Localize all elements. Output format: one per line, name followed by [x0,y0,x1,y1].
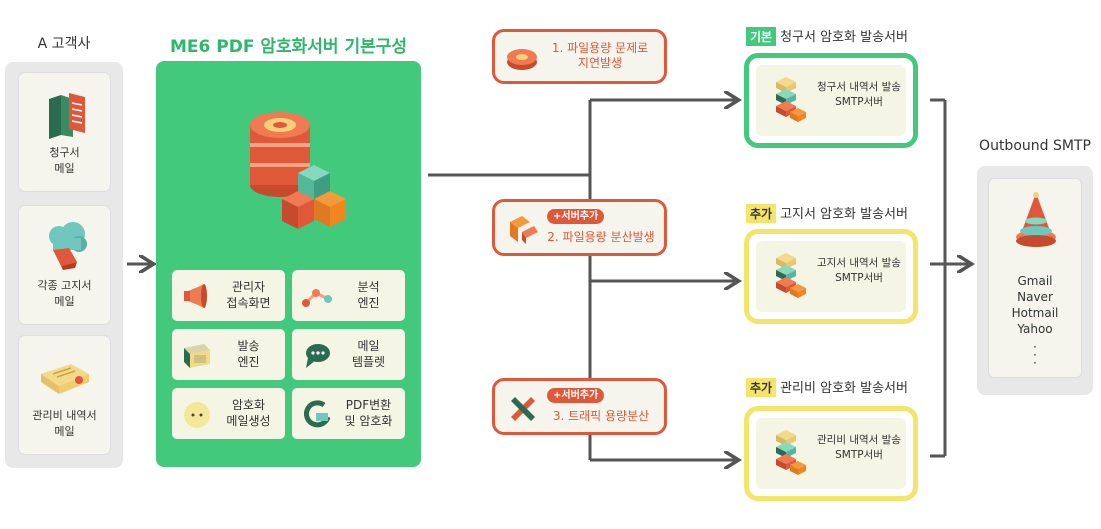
customer-item-label: 청구서 메일 [49,146,80,175]
customer-item-label: 관리비 내역서 메일 [32,409,97,438]
add-tag: 추가 [746,378,777,397]
outbound-title: Outbound SMTP [979,138,1091,154]
server-2-box: 고지서 내역서 발송 SMTP서버 [744,229,918,324]
stacked-blocks-icon [776,253,806,298]
pdf-lock-icon [303,400,331,428]
server-inner: 관리비 내역서 발송 SMTP서버 [756,418,906,489]
module-mail-template: 메일 템플렛 [292,329,405,380]
server-inner: 청구서 내역서 발송 SMTP서버 [756,65,906,136]
cloud-mail-icon [49,222,87,270]
core-server-panel: 관리자 접속화면 분석 엔진 발송 엔진 메일 템플렛 [156,61,421,467]
add-server-badge: +서버추가 [547,388,605,403]
server-label: 관리비 내역서 발송 SMTP서버 [817,434,901,461]
server-1-box: 청구서 내역서 발송 SMTP서버 [744,53,918,148]
provider-item: Yahoo [1017,322,1053,336]
customer-item-maintenance: 관리비 내역서 메일 [18,335,111,455]
split-cube-icon [510,216,538,244]
issue-box-2: +서버추가 2. 파일용량 분산발생 [492,199,667,256]
module-label: 메일 템플렛 [351,339,386,369]
provider-item: · [1033,348,1037,362]
provider-item: Hotmail [1011,306,1059,320]
issue-box-1: 1. 파일용량 문제로 지연발생 [492,29,667,84]
issue-box-3: +서버추가 3. 트래픽 용량분산 [492,378,667,435]
add-server-badge: +서버추가 [547,209,605,224]
module-admin-ui: 관리자 접속화면 [172,270,285,321]
customer-title: A 고객사 [37,36,91,52]
module-label: 암호화 메일생성 [226,398,271,428]
provider-item: · [1033,340,1037,354]
issue-text: 1. 파일용량 문제로 지연발생 [551,41,649,70]
database-cubes-icon [250,112,346,229]
module-encrypted-mail: 암호화 메일생성 [172,388,285,439]
issue-text: 2. 파일용량 분산발생 [547,230,655,244]
server-title-text: 관리비 암호화 발송서버 [780,381,908,396]
provider-item: Gmail [1017,274,1053,288]
cross-arrows-icon [511,397,535,421]
customer-item-notice: 각종 고지서 메일 [18,205,111,325]
core-title: ME6 PDF 암호화서버 기본구성 [169,37,408,57]
graph-nodes-icon [302,289,332,307]
document-stack-icon [49,93,85,139]
cone-stack-icon [1016,192,1056,247]
stacked-blocks-icon [776,77,806,122]
customer-column: 청구서 메일 각종 고지서 메일 관리비 내역서 메일 [5,62,123,468]
envelope-stack-icon [41,364,89,394]
add-tag: 추가 [746,204,777,223]
outbound-column: Gmail Naver Hotmail Yahoo · · · [977,166,1093,395]
basic-tag: 기본 [746,27,777,46]
server-label: 청구서 내역서 발송 SMTP서버 [817,81,901,108]
issue-text: 3. 트래픽 용량분산 [552,409,650,423]
customer-item-label: 각종 고지서 메일 [37,279,92,308]
donut-warning-icon [507,49,537,70]
provider-item: · [1033,356,1037,370]
customer-item-invoice: 청구서 메일 [18,72,111,192]
chat-bubble-icon [306,344,330,368]
module-label: 발송 엔진 [237,339,260,369]
server-label: 고지서 내역서 발송 SMTP서버 [817,257,901,284]
module-label: PDF변환 및 암호화 [344,398,393,428]
provider-item: Naver [1017,290,1053,304]
server-inner: 고지서 내역서 발송 SMTP서버 [756,241,906,312]
module-label: 관리자 접속화면 [226,280,271,310]
module-send-engine: 발송 엔진 [172,329,285,380]
face-circle-icon [184,402,210,428]
megaphone-icon [184,284,207,308]
server-title-text: 고지서 암호화 발송서버 [780,207,908,222]
server-title-text: 청구서 암호화 발송서버 [780,30,908,45]
box-monitor-icon [184,344,210,368]
module-label: 분석 엔진 [357,280,380,310]
stacked-blocks-icon [776,430,806,475]
server-3-box: 관리비 내역서 발송 SMTP서버 [744,406,918,501]
module-pdf-encrypt: PDF변환 및 암호화 [292,388,405,439]
provider-list: Gmail Naver Hotmail Yahoo · · · [989,273,1081,370]
module-analysis-engine: 분석 엔진 [292,270,405,321]
outbound-panel: Gmail Naver Hotmail Yahoo · · · [988,178,1082,378]
